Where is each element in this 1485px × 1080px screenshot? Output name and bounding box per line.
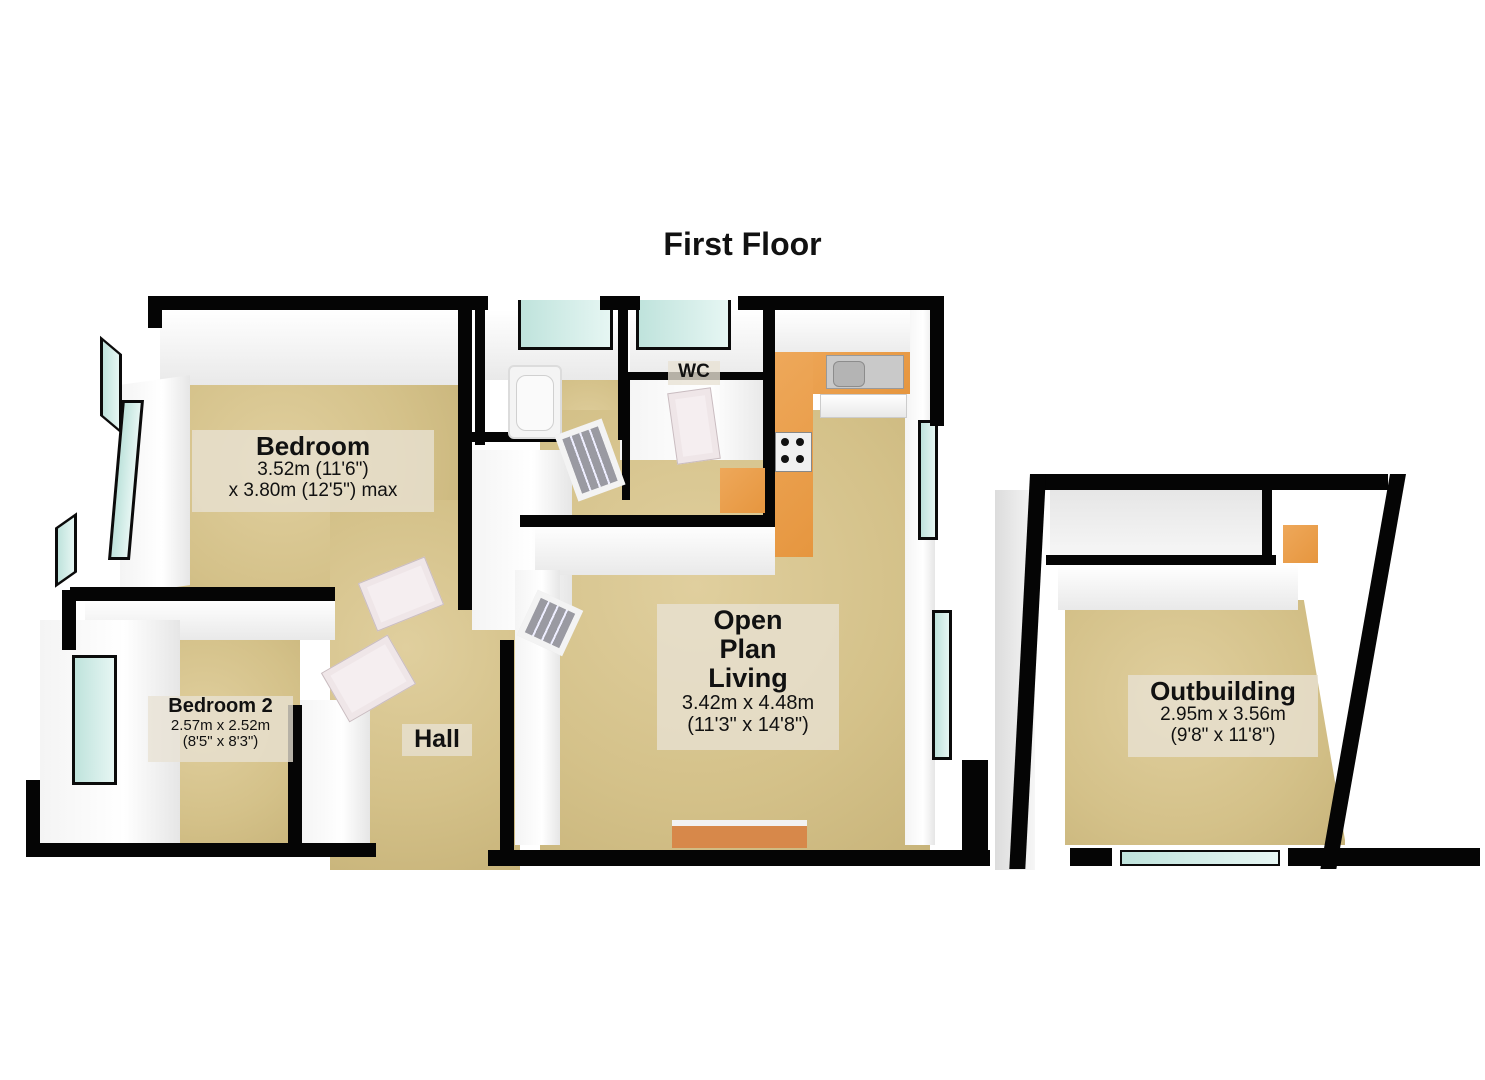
living-name-3: Living (708, 663, 788, 694)
outbuilding-patio-doors[interactable] (1120, 850, 1280, 866)
bedroom2-label: Bedroom 2 2.57m x 2.52m (8'5" x 8'3") (148, 695, 293, 762)
living-dim-imperial: (11'3" x 14'8") (687, 714, 809, 737)
living-sideboard (672, 820, 807, 848)
wall-bedroom2-west-lower (26, 780, 40, 850)
hall-west-wall-face (300, 700, 370, 845)
wc-label: WC (668, 361, 720, 385)
wall-kitchen-west (763, 310, 775, 520)
outbuilding-wall-inner (1046, 555, 1276, 565)
outbuilding-counter (1283, 525, 1318, 563)
bedroom-label: Bedroom 3.52m (11'6") x 3.80m (12'5") ma… (192, 430, 434, 512)
bedroom-dim-2: x 3.80m (12'5") max (228, 479, 398, 501)
outbuilding-shower-room (1050, 490, 1265, 560)
bedroom2-dim-imperial: (8'5" x 8'3") (182, 732, 259, 750)
bedroom-dim-1: 3.52m (11'6") (257, 459, 369, 481)
living-name-2: Plan (719, 634, 777, 665)
bedroom-name: Bedroom (255, 431, 371, 461)
wall-east-upper (930, 296, 944, 426)
bedroom-window-upper (100, 335, 122, 435)
wc-counter (720, 468, 765, 513)
outbuilding-dim-imperial: (9'8" x 11'8") (1170, 724, 1276, 746)
wall-hall-upper (475, 305, 485, 445)
wall-top-left (148, 296, 488, 310)
wall-bedroom-east (458, 310, 472, 610)
outbuilding-wall-top (1030, 474, 1388, 490)
wall-bottom-left (26, 843, 376, 857)
wall-living-west (500, 640, 514, 855)
wc-name: WC (678, 361, 710, 382)
wall-bedroom-south (70, 587, 335, 601)
wall-bedroom2-west (62, 590, 76, 650)
hall-label: Hall (402, 724, 472, 756)
outbuilding-wardrobe-face (1058, 565, 1298, 610)
wall-bottom-right (488, 850, 990, 866)
wall-living-north (520, 515, 778, 527)
wc-window (636, 300, 731, 350)
wall-top-left-stub (148, 296, 162, 328)
kitchen-cupboards (820, 394, 907, 418)
bedroom-north-wall-face (160, 310, 470, 385)
wall-bath-wc-divider (618, 310, 628, 440)
outbuilding-wall-divider (1262, 490, 1272, 562)
kitchen-north-wall-face (770, 310, 910, 360)
bedroom-window-lower (55, 512, 77, 588)
bath-basin (516, 375, 554, 431)
outbuilding-dim-metric: 2.95m x 3.56m (1160, 704, 1286, 726)
bathroom-window (518, 300, 613, 350)
outbuilding-label: Outbuilding 2.95m x 3.56m (9'8" x 11'8") (1128, 675, 1318, 757)
bedroom2-window (72, 655, 117, 785)
floor-title: First Floor (663, 226, 822, 262)
outbuilding-wall-bottom-left (1070, 848, 1112, 866)
outbuilding-name: Outbuilding (1150, 676, 1296, 706)
wall-top-mid (600, 296, 640, 310)
living-north-wall-face (535, 525, 775, 575)
living-dim-metric: 3.42m x 4.48m (681, 692, 815, 715)
living-window-lower (932, 610, 952, 760)
living-label: Open Plan Living 3.42m x 4.48m (11'3" x … (657, 604, 839, 750)
gas-hob (775, 432, 812, 472)
living-name-1: Open (713, 605, 783, 635)
bath-fixture (508, 365, 562, 439)
wall-top-right (738, 296, 943, 310)
bedroom2-dim-metric: 2.57m x 2.52m (170, 716, 271, 734)
wall-wc-west (622, 380, 630, 500)
kitchen-sink (826, 355, 904, 389)
living-window-upper (918, 420, 938, 540)
outbuilding-wall-bottom-right (1288, 848, 1480, 866)
sink-bowl (833, 361, 865, 387)
wall-east-lower (962, 760, 988, 860)
hall-name: Hall (414, 725, 460, 753)
bedroom2-name: Bedroom 2 (168, 695, 273, 717)
